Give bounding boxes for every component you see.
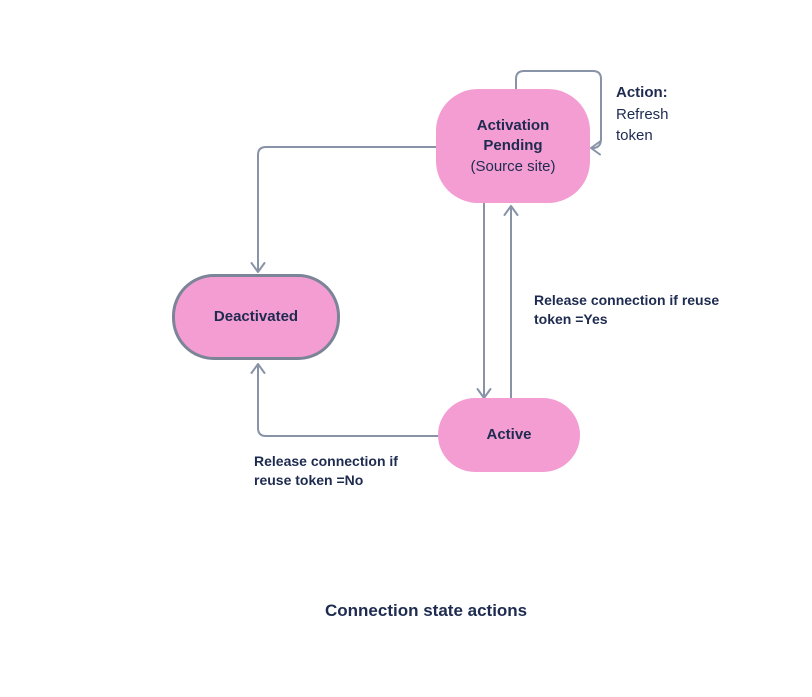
node-activation-pending-label: Activation Pending bbox=[476, 116, 550, 154]
edge-label-action-line2: token bbox=[616, 127, 653, 144]
edge-label-release-no-line1: Release connection if bbox=[254, 453, 398, 469]
node-activation-pending-sublabel: (Source site) bbox=[470, 157, 556, 175]
diagram-title: Connection state actions bbox=[325, 601, 528, 620]
edge-label-release-yes-line2: token =Yes bbox=[534, 311, 608, 327]
node-activation-pending: Activation Pending (Source site) bbox=[436, 89, 590, 203]
edge-pending-to-deactivated bbox=[257, 146, 437, 271]
edge-label-refresh-token: Action: Refresh token bbox=[616, 82, 669, 147]
node-deactivated-label: Deactivated bbox=[213, 308, 299, 325]
arrowhead-pending-bottom-up bbox=[503, 205, 519, 216]
edge-label-release-no-line2: reuse token =No bbox=[254, 472, 364, 488]
edge-label-release-yes-line1: Release connection if reuse bbox=[534, 292, 720, 308]
edge-active-to-deactivated bbox=[257, 365, 439, 437]
edge-refresh-loop bbox=[515, 70, 602, 149]
edge-label-release-no: Release connection if reuse token =No bbox=[254, 452, 398, 490]
edge-label-release-yes: Release connection if reuse token =Yes bbox=[534, 291, 719, 329]
node-active: Active bbox=[438, 398, 580, 472]
arrowhead-deactivated-bottom-up bbox=[250, 363, 266, 374]
edge-label-action-title: Action: bbox=[616, 84, 668, 101]
node-deactivated: Deactivated bbox=[172, 274, 340, 360]
node-active-label: Active bbox=[486, 426, 532, 443]
arrowhead-refresh-loop-left bbox=[590, 140, 601, 156]
arrowhead-deactivated-top-down bbox=[250, 262, 266, 273]
edge-label-action-line1: Refresh bbox=[616, 105, 669, 123]
